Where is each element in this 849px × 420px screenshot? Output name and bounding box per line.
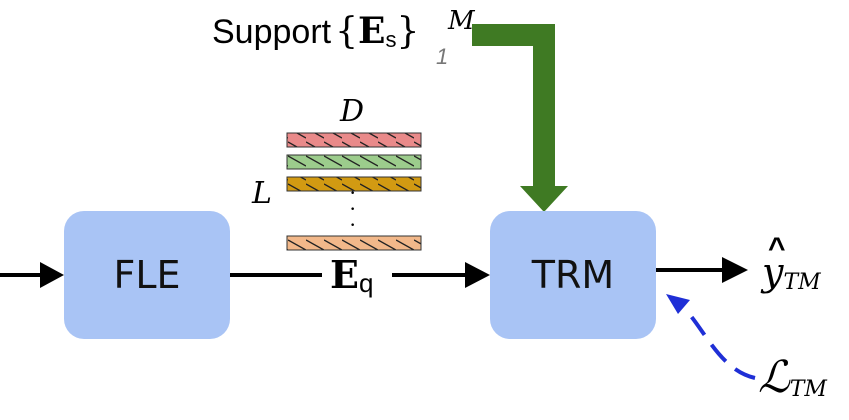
stack-dim-l: L xyxy=(252,176,272,211)
stack-dot: · xyxy=(349,196,357,221)
output-hat: ^ xyxy=(768,232,786,265)
embedding-to-trm-arrow-head xyxy=(465,262,490,288)
fle-block[interactable]: FLE xyxy=(64,211,230,339)
support-arrow xyxy=(472,24,568,212)
support-text: Support xyxy=(212,13,332,51)
embedding-label: Eq xyxy=(330,252,373,302)
output-arrow-head xyxy=(722,257,748,283)
trm-label: TRM xyxy=(531,253,615,297)
support-subscript: s xyxy=(385,27,397,53)
output-label: yTM xyxy=(762,250,821,300)
support-label: Support {Es} xyxy=(212,10,419,70)
loss-arrow-head xyxy=(666,294,690,314)
stack-dot: · xyxy=(349,180,357,205)
support-close-brace: } xyxy=(396,11,420,52)
embedding-row xyxy=(286,154,422,170)
embedding-subscript: q xyxy=(358,268,374,299)
support-symbol: E xyxy=(358,10,386,52)
stack-dot: · xyxy=(349,212,357,237)
loss-symbol: ℒ xyxy=(758,352,790,403)
output-subscript: TM xyxy=(783,270,821,296)
support-upper-limit: M xyxy=(448,6,475,36)
loss-arrow xyxy=(682,306,756,380)
support-lower-limit: 1 xyxy=(436,44,449,69)
loss-label: ℒTM xyxy=(758,352,827,412)
embedding-row xyxy=(286,132,422,148)
embedding-row xyxy=(286,235,422,251)
trm-block[interactable]: TRM xyxy=(490,211,656,339)
embedding-row xyxy=(286,176,422,192)
loss-subscript: TM xyxy=(789,377,827,403)
stack-dim-d: D xyxy=(340,94,365,129)
fle-label: FLE xyxy=(113,253,181,297)
support-open-brace: { xyxy=(335,11,358,52)
input-arrow-head xyxy=(40,262,64,288)
output-symbol: y xyxy=(762,250,784,294)
embedding-stack xyxy=(286,132,422,251)
embedding-symbol: E xyxy=(330,252,359,297)
